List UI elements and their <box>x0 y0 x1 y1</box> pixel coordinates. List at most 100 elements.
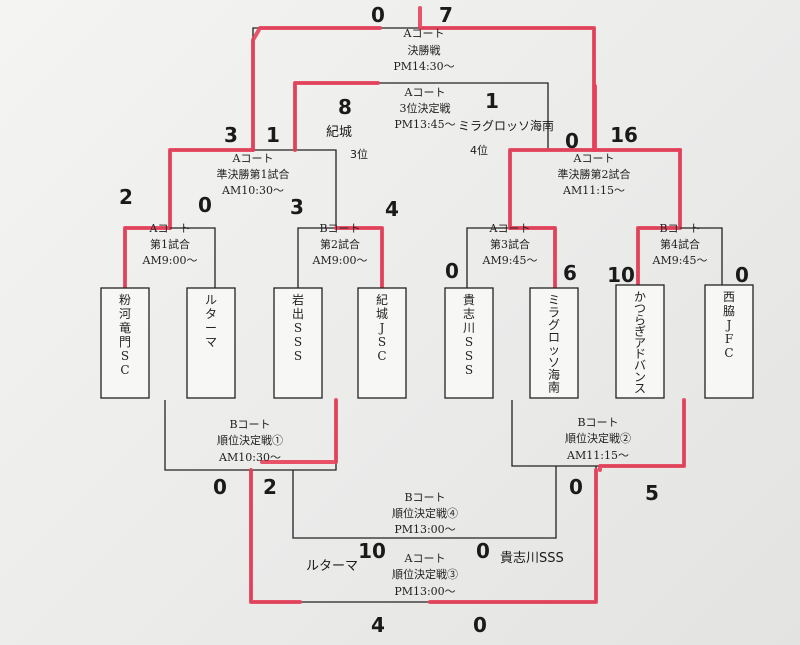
match-semi1: Aコート 準決勝第1試合 AM10:30〜 <box>217 152 290 197</box>
score-rank3-note-right: 0 <box>476 539 490 563</box>
note-third-right-place: 4位 <box>470 143 488 157</box>
match-rank2: Bコート 順位決定戦② AM11:15〜 <box>565 416 631 462</box>
score-rank2-right: 5 <box>645 481 659 505</box>
m4-court: Bコート <box>659 222 700 235</box>
team-name: ルターマ <box>205 293 217 349</box>
score-rank3-note-left: 10 <box>358 539 386 563</box>
score-m1-right: 0 <box>198 193 212 217</box>
rank2-court: Bコート <box>577 416 618 429</box>
rank3-court: Aコート <box>404 552 446 565</box>
team-box-frame <box>444 287 494 399</box>
match-rank4: Bコート 順位決定戦④ PM13:00〜 <box>392 491 458 536</box>
score-rank3-right: 0 <box>473 613 487 637</box>
semi2-time: AM11:15〜 <box>562 184 625 197</box>
score-rank2-left: 0 <box>569 475 583 499</box>
note-rank3-team-left: ルターマ <box>306 559 358 574</box>
m3-time: AM9:45〜 <box>482 254 538 267</box>
rank4-name: 順位決定戦④ <box>392 506 458 520</box>
team-box-frame <box>273 287 323 399</box>
final-time: PM14:30〜 <box>393 60 454 73</box>
m2-time: AM9:00〜 <box>312 254 368 267</box>
m2-name: 第2試合 <box>320 237 360 251</box>
m4-time: AM9:45〜 <box>652 254 708 267</box>
rank3-time: PM13:00〜 <box>394 585 455 598</box>
winner-highlights <box>123 6 686 604</box>
team-box-6: ミラグロッソ海南 <box>529 287 579 399</box>
m1-name: 第1試合 <box>150 237 190 251</box>
score-semi1-left: 3 <box>224 123 238 147</box>
rank4-court: Bコート <box>404 491 445 504</box>
score-semi1-right: 1 <box>266 123 280 147</box>
rank3-name: 順位決定戦③ <box>392 567 458 581</box>
match-4: Bコート 第4試合 AM9:45〜 <box>652 222 708 267</box>
score-m4-left: 10 <box>607 263 635 287</box>
team-box-7: かつらぎアドバンス <box>615 284 665 399</box>
match-third: Aコート 3位決定戦 PM13:45〜 <box>394 86 455 131</box>
team-box-frame <box>100 287 150 399</box>
semi1-court: Aコート <box>232 152 274 165</box>
score-m1-left: 2 <box>119 185 133 209</box>
team-box-frame <box>186 287 236 399</box>
match-rank3: Aコート 順位決定戦③ PM13:00〜 <box>392 552 458 598</box>
handwritten-scores: 0 7 8 1 3 1 0 16 2 0 3 4 0 6 10 0 0 2 0 … <box>119 3 749 637</box>
score-rank1-left: 0 <box>213 475 227 499</box>
note-third-right-team: ミラグロッソ海南 <box>458 118 554 133</box>
handwritten-notes: 紀城 3位 ミラグロッソ海南 4位 ルターマ 貴志川SSS <box>306 118 564 574</box>
m1-time: AM9:00〜 <box>142 254 198 267</box>
third-name: 3位決定戦 <box>400 101 451 115</box>
score-third-left: 8 <box>338 95 352 119</box>
score-final-right: 7 <box>439 3 453 27</box>
score-m3-right: 6 <box>563 261 577 285</box>
score-semi2-right: 16 <box>610 123 638 147</box>
semi1-name: 準決勝第1試合 <box>217 167 290 181</box>
team-box-frame <box>704 284 754 399</box>
semi2-name: 準決勝第2試合 <box>558 167 631 181</box>
match-1: Aコート 第1試合 AM9:00〜 <box>142 222 198 267</box>
match-2: Bコート 第2試合 AM9:00〜 <box>312 222 368 267</box>
m2-court: Bコート <box>319 222 360 235</box>
match-final: Aコート 決勝戦 PM14:30〜 <box>393 27 454 73</box>
team-box-2: ルターマ <box>186 287 236 399</box>
rank1-name: 順位決定戦① <box>217 433 283 447</box>
rank1-court: Bコート <box>229 418 270 431</box>
third-time: PM13:45〜 <box>394 118 455 131</box>
score-semi2-left: 0 <box>565 129 579 153</box>
m3-name: 第3試合 <box>490 237 530 251</box>
rank2-name: 順位決定戦② <box>565 431 631 445</box>
third-court: Aコート <box>404 86 446 99</box>
match-semi2: Aコート 準決勝第2試合 AM11:15〜 <box>558 152 631 197</box>
team-box-frame <box>615 284 665 399</box>
score-third-right: 1 <box>485 89 499 113</box>
rank1-time: AM10:30〜 <box>218 451 281 464</box>
team-name: かつらぎアドバンス <box>634 290 646 396</box>
score-m3-left: 0 <box>445 259 459 283</box>
semi2-court: Aコート <box>573 152 615 165</box>
semi1-time: AM10:30〜 <box>221 184 284 197</box>
final-court: Aコート <box>403 27 445 40</box>
rank2-time: AM11:15〜 <box>566 449 629 462</box>
team-box-frame <box>529 287 579 399</box>
m3-court: Aコート <box>489 222 531 235</box>
score-m4-right: 0 <box>735 263 749 287</box>
m4-name: 第4試合 <box>660 237 700 251</box>
rank4-time: PM13:00〜 <box>394 523 455 536</box>
note-rank3-team-right: 貴志川SSS <box>500 551 564 566</box>
final-name: 決勝戦 <box>408 43 441 57</box>
score-m2-right: 4 <box>385 197 399 221</box>
score-rank1-right: 2 <box>263 475 277 499</box>
score-m2-left: 3 <box>290 195 304 219</box>
match-3: Aコート 第3試合 AM9:45〜 <box>482 222 538 267</box>
team-name: ミラグロッソ海南 <box>548 293 560 395</box>
score-final-left: 0 <box>371 3 385 27</box>
